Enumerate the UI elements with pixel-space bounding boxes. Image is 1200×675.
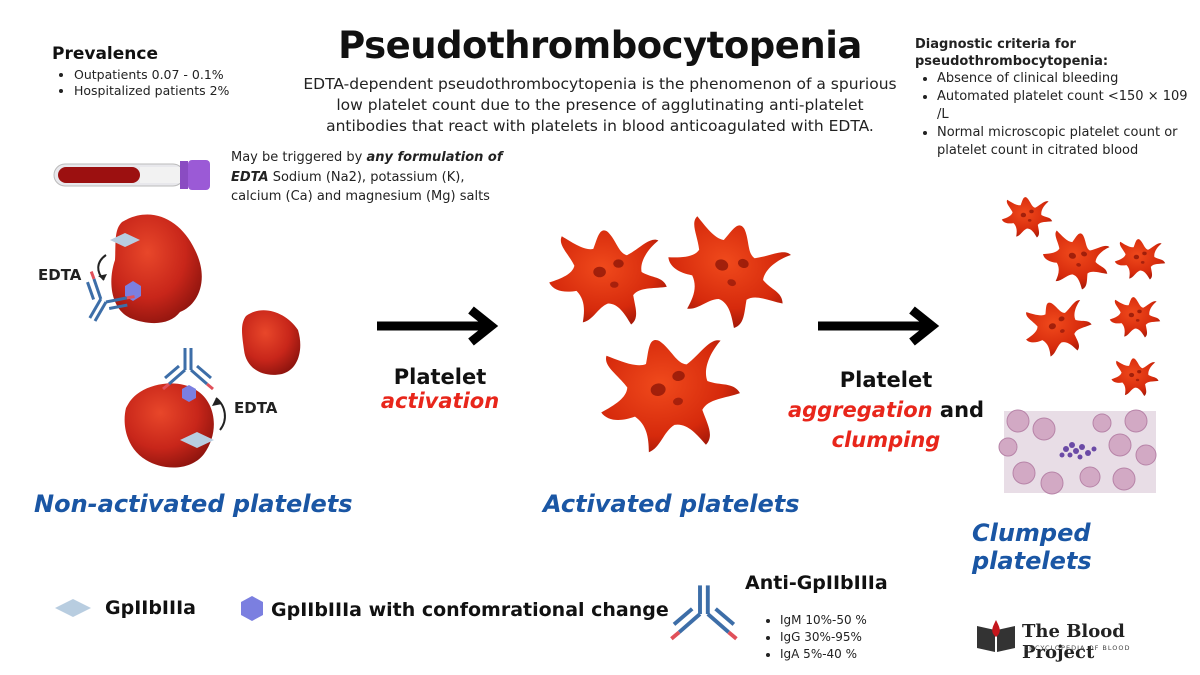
clumped-platelets-illustration — [1001, 197, 1166, 396]
platelet — [653, 205, 803, 341]
prevalence-list: Outpatients 0.07 - 0.1% Hospitalized pat… — [54, 67, 229, 99]
platelet — [1109, 297, 1161, 338]
logo-tagline: ENCYCLOPEDIA OF BLOOD — [1024, 644, 1131, 652]
activated-caption: Activated platelets — [543, 490, 800, 518]
aggregation-label: Platelet aggregation and clumping — [786, 365, 986, 455]
legend-gp: GpIIbIIIa — [105, 597, 196, 619]
gp-hexagon — [182, 385, 196, 402]
gp-hexagon-icon — [241, 596, 263, 621]
trigger-suffix: Sodium (Na2), potassium (K), calcium (Ca… — [231, 169, 490, 205]
list-item: Normal microscopic platelet count or pla… — [937, 124, 1197, 160]
list-item: IgM 10%-50 % — [780, 612, 867, 629]
list-item: Absence of clinical bleeding — [937, 70, 1197, 88]
diagnostic-list: Absence of clinical bleeding Automated p… — [917, 70, 1197, 160]
anti-list: IgM 10%-50 % IgG 30%-95% IgA 5%-40 % — [760, 612, 867, 663]
aggregation-red: aggregation — [787, 398, 933, 422]
activation-word: Platelet — [393, 365, 487, 389]
edta-label-upper: EDTA — [38, 266, 82, 284]
trigger-note: May be triggered by any formulation of E… — [231, 148, 511, 207]
platelet — [124, 383, 214, 468]
gp-diamond-icon — [55, 599, 91, 617]
platelet — [1036, 225, 1116, 295]
blood-smear-image — [998, 409, 1157, 495]
gp-diamond — [110, 233, 140, 247]
logo-text: The Blood Project — [1022, 621, 1125, 663]
platelet — [1114, 239, 1166, 280]
antibody-icon — [669, 583, 739, 641]
list-item: IgG 30%-95% — [780, 629, 867, 646]
activated-platelets-illustration — [549, 205, 803, 462]
legend-gp-changed: GpIIbIIIa with confomrational change — [271, 599, 669, 621]
platelet — [1111, 358, 1159, 396]
non-activated-platelets-illustration — [69, 214, 301, 468]
aggregation-word: Platelet — [839, 368, 933, 392]
clumped-caption: Clumped platelets — [972, 519, 1092, 575]
platelet — [549, 230, 667, 325]
book-drop-icon — [977, 620, 1015, 652]
platelet — [590, 327, 748, 462]
platelet — [1018, 293, 1098, 363]
trigger-emphasis: any formulation of EDTA — [231, 150, 503, 185]
edta-label-lower: EDTA — [234, 399, 278, 417]
non-activated-caption: Non-activated platelets — [34, 490, 353, 518]
activation-red: activation — [380, 389, 500, 413]
clumping-red: clumping — [831, 428, 941, 452]
arrow-right-icon — [377, 306, 499, 346]
prevalence-heading: Prevalence — [52, 44, 158, 64]
blood-tube-icon — [53, 160, 210, 190]
list-item: IgA 5%-40 % — [780, 646, 867, 663]
page-title: Pseudothrombocytopenia — [338, 24, 862, 67]
list-item: Hospitalized patients 2% — [74, 83, 229, 99]
intro-text: EDTA-dependent pseudothrombocytopenia is… — [303, 75, 897, 135]
list-item: Automated platelet count <150 × 109 /L — [937, 88, 1197, 124]
platelet — [242, 310, 301, 375]
legend-anti-heading: Anti-GpIIbIIIa — [745, 572, 888, 594]
platelet — [1001, 197, 1053, 238]
diagnostic-heading: Diagnostic criteria for pseudothrombocyt… — [915, 37, 1109, 69]
activation-label: Platelet activation — [370, 365, 510, 413]
trigger-prefix: May be triggered by — [231, 150, 367, 165]
aggregation-and: and — [939, 398, 985, 422]
arrow-right-icon — [818, 306, 940, 346]
gp-diamond — [180, 432, 214, 448]
list-item: Outpatients 0.07 - 0.1% — [74, 67, 229, 83]
